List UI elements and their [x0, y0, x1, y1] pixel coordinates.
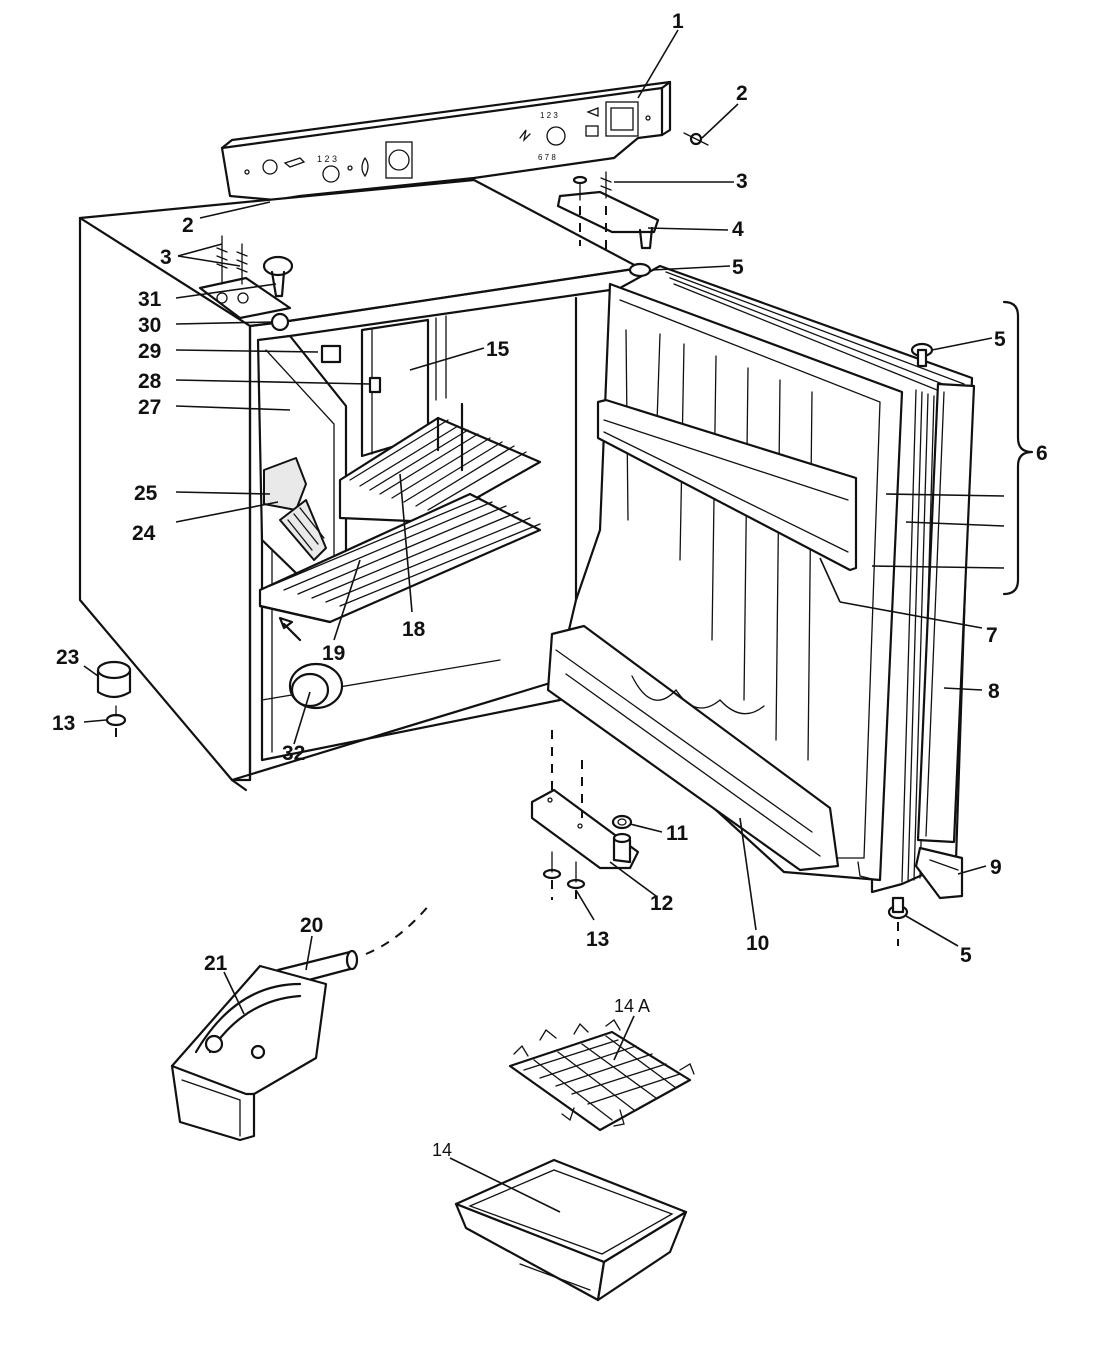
callout-27: 27	[138, 396, 161, 419]
callout-5: 5	[732, 256, 744, 279]
callout-13: 13	[586, 928, 609, 951]
callout-3: 3	[160, 246, 172, 269]
callout-10: 10	[746, 932, 769, 955]
lower-shelf	[258, 492, 542, 624]
drain-plug	[288, 662, 344, 710]
ice-tray-14	[454, 1158, 688, 1302]
callout-23: 23	[56, 646, 79, 669]
callout-24: 24	[132, 522, 156, 545]
callout-30: 30	[138, 314, 161, 337]
washer-13-left	[105, 705, 127, 742]
callout-14a: 14 A	[614, 996, 650, 1016]
drain-arrow	[278, 616, 302, 642]
callout-31: 31	[138, 288, 162, 311]
callout-5: 5	[960, 944, 972, 967]
control-panel: 1 2 3 1 2 3 6 7 8	[220, 80, 672, 202]
callout-21: 21	[204, 952, 228, 975]
callout-3: 3	[736, 170, 748, 193]
gasket-bracket	[1002, 300, 1034, 596]
callout-4: 4	[732, 218, 744, 241]
callout-14: 14	[432, 1140, 452, 1160]
callout-12: 12	[650, 892, 673, 915]
ice-cube-grid	[508, 1019, 695, 1132]
svg-text:1 2 3: 1 2 3	[317, 154, 337, 164]
callout-2: 2	[182, 214, 194, 237]
freezer-compartment-door	[256, 334, 382, 608]
callout-13: 13	[52, 712, 75, 735]
callout-11: 11	[666, 822, 689, 845]
upper-shelf	[338, 402, 542, 524]
bushing-5-top	[628, 262, 652, 278]
main-door	[546, 264, 974, 900]
callout-labels: 1 2 2 3 3 4 5 5 5 6 7 8 9 10 11 12 13 13…	[52, 10, 1048, 1160]
bushing-5-bottom	[887, 896, 909, 946]
callout-18: 18	[402, 618, 426, 641]
callout-2: 2	[736, 82, 748, 105]
svg-text:6 7 8: 6 7 8	[538, 153, 556, 162]
drip-tray-21	[170, 964, 328, 1142]
callout-7: 7	[986, 624, 998, 647]
callout-15: 15	[486, 338, 510, 361]
callout-1: 1	[672, 10, 684, 33]
screw-2-right	[683, 132, 709, 146]
top-right-hinge	[556, 171, 660, 250]
outer-door-panel	[916, 382, 976, 844]
callout-25: 25	[134, 482, 158, 505]
callout-20: 20	[300, 914, 323, 937]
leader-lines	[83, 29, 1005, 1213]
callout-5: 5	[994, 328, 1006, 351]
callout-19: 19	[322, 642, 345, 665]
callout-9: 9	[990, 856, 1002, 879]
foot-23	[96, 660, 132, 699]
bottom-hinge	[530, 730, 640, 870]
callout-6: 6	[1036, 442, 1048, 465]
svg-text:1 2 3: 1 2 3	[540, 111, 558, 120]
callout-28: 28	[138, 370, 162, 393]
callout-8: 8	[988, 680, 1000, 703]
washer-11	[611, 814, 633, 830]
callout-29: 29	[138, 340, 161, 363]
screws-13-bottom	[542, 851, 586, 906]
callout-32: 32	[282, 742, 305, 765]
